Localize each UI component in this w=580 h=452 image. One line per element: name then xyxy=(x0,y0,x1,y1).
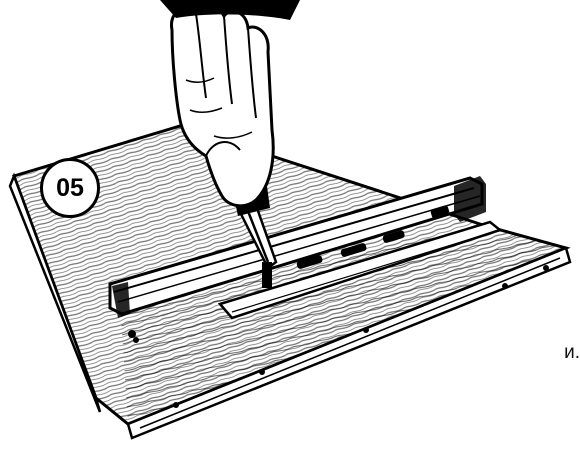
step-number-badge: 05 xyxy=(40,158,100,218)
caption-text-fragment: ки. xyxy=(565,340,580,366)
caption-text: ки. xyxy=(565,340,580,366)
